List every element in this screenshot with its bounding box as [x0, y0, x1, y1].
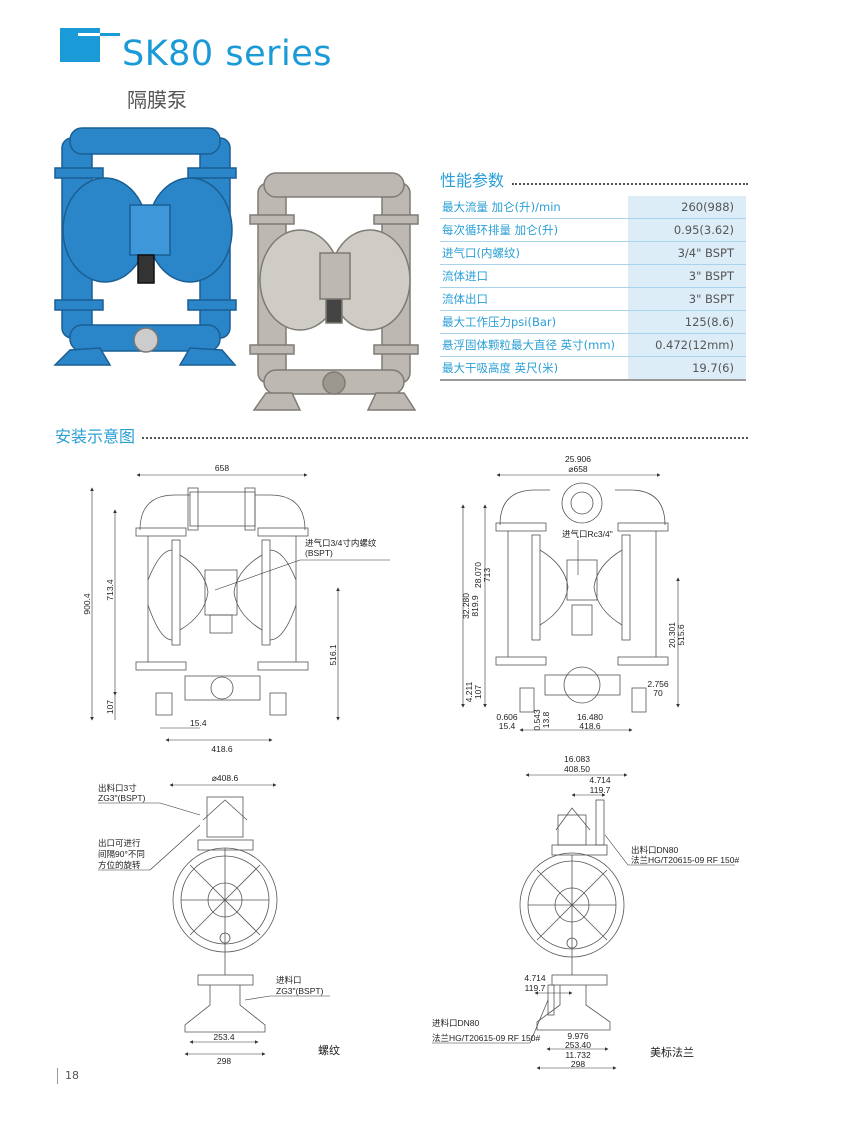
spec-row: 悬浮固体颗粒最大直径 英寸(mm)0.472(12mm) — [440, 333, 746, 357]
spec-row: 最大干吸高度 英尺(米)19.7(6) — [440, 356, 746, 381]
spec-value: 3" BSPT — [628, 264, 746, 288]
product-photos — [53, 127, 419, 411]
dim-base-inner-mm: 253.40 — [565, 1040, 591, 1050]
dim-foot-in: 2.756 — [647, 679, 669, 689]
brand-logo-notch — [78, 33, 100, 36]
dim-width-mm: ⌀658 — [568, 464, 588, 474]
spec-label: 最大干吸高度 英尺(米) — [440, 356, 628, 381]
spec-label: 悬浮固体颗粒最大直径 英寸(mm) — [440, 333, 628, 357]
spec-value: 19.7(6) — [628, 356, 746, 381]
dim-total-in: 32.280 — [461, 593, 471, 619]
dim-515-mm: 515.6 — [676, 624, 686, 646]
spec-value: 0.472(12mm) — [628, 333, 746, 357]
spec-row: 最大工作压力psi(Bar)125(8.6) — [440, 310, 746, 334]
flange-outlet-std: 法兰HG/T20615-09 RF 150# — [631, 855, 739, 865]
flange-caption: 美标法兰 — [650, 1045, 694, 1059]
stainless-pump-image — [249, 172, 419, 411]
dim-height-516: 516.1 — [328, 644, 338, 666]
inlet-label: 进料口 — [276, 975, 302, 985]
dim-top-offset-mm: 119.7 — [590, 785, 611, 795]
flange-outlet-label: 出料口DN80 — [631, 845, 679, 855]
dim-height-713: 713.4 — [105, 579, 115, 601]
dim-height-107: 107 — [105, 700, 115, 714]
dim-dia-mm: 408.50 — [564, 764, 590, 774]
blue-pump-image — [53, 127, 237, 366]
rotation-note-2: 间隔90°不同 — [98, 849, 145, 859]
spec-label: 流体出口 — [440, 287, 628, 311]
air-inlet-label: 进气口3/4寸内螺纹 — [305, 538, 377, 548]
spec-label: 最大工作压力psi(Bar) — [440, 310, 628, 334]
spec-value: 0.95(3.62) — [628, 218, 746, 242]
air-inlet-label-2: (BSPT) — [305, 548, 333, 558]
dim-107-mm: 107 — [473, 685, 483, 699]
dim-dia-in: 16.083 — [564, 754, 590, 764]
dim-diameter: ⌀408.6 — [212, 773, 239, 783]
page-subtitle: 隔膜泵 — [127, 88, 187, 112]
side-view-flange-drawing — [519, 799, 625, 1031]
dim-base-outer-in: 11.732 — [565, 1050, 591, 1060]
install-heading-divider — [142, 437, 748, 439]
spec-row: 每次循环排量 加仑(升)0.95(3.62) — [440, 218, 746, 242]
spec-label: 流体进口 — [440, 264, 628, 288]
dim-base-outer-mm: 298 — [571, 1059, 585, 1069]
flange-inlet-label: 进料口DN80 — [432, 1018, 480, 1028]
dim-width: 658 — [215, 463, 229, 473]
dim-107-in: 4.211 — [464, 681, 474, 702]
outlet-thread-label: ZG3"(BSPT) — [98, 793, 146, 803]
dim-offset2-mm: 13.8 — [541, 711, 551, 728]
install-heading: 安装示意图 — [55, 427, 136, 446]
dim-foot-mm: 70 — [653, 688, 663, 698]
brand-logo-line — [100, 33, 120, 36]
dim-width-in: 25.906 — [565, 454, 591, 464]
front-view-flange-drawing — [495, 482, 669, 713]
spec-value: 260(988) — [628, 196, 746, 219]
dim-base-outer: 298 — [217, 1056, 231, 1066]
dim-bot-offset-in: 4.714 — [524, 973, 546, 983]
spec-value: 3" BSPT — [628, 287, 746, 311]
rotation-note-1: 出口可进行 — [98, 838, 141, 848]
dim-span-in: 16.480 — [577, 712, 603, 722]
dim-foot-offset: 15.4 — [190, 718, 207, 728]
spec-value: 125(8.6) — [628, 310, 746, 334]
flange-inlet-std: 法兰HG/T20615-09 RF 150# — [432, 1033, 540, 1043]
dim-span-mm: 418.6 — [579, 721, 601, 731]
dim-offset-in: 0.606 — [496, 712, 518, 722]
dim-offset2-in: 0.543 — [532, 709, 542, 731]
dim-515-in: 20.301 — [667, 622, 677, 648]
inlet-thread-label: ZG3"(BSPT) — [276, 986, 324, 996]
spec-label: 最大流量 加仑(升)/min — [440, 196, 628, 219]
dim-base-inner: 253.4 — [213, 1032, 235, 1042]
dim-713-in: 28.070 — [473, 562, 483, 588]
page-title: SK80 series — [122, 34, 332, 74]
air-inlet-flange-label: 进气口Rc3/4" — [562, 529, 613, 539]
dim-total-mm: 819.9 — [470, 595, 480, 617]
front-view-thread-drawing — [135, 487, 309, 716]
dim-offset-mm: 15.4 — [499, 721, 516, 731]
side-view-thread-drawing — [172, 796, 278, 1033]
thread-caption: 螺纹 — [318, 1043, 340, 1057]
specs-heading-divider — [512, 183, 748, 185]
page-number: 18 — [65, 1069, 79, 1082]
page-number-rule — [57, 1068, 58, 1084]
dim-foot-span: 418.6 — [211, 744, 233, 754]
dim-top-offset-in: 4.714 — [589, 775, 611, 785]
spec-value: 3/4" BSPT — [628, 241, 746, 265]
spec-row: 进气口(内螺纹)3/4" BSPT — [440, 241, 746, 265]
dim-base-inner-in: 9.976 — [567, 1031, 589, 1041]
dim-total-height: 900.4 — [82, 593, 92, 615]
spec-label: 进气口(内螺纹) — [440, 241, 628, 265]
rotation-note-3: 方位的旋转 — [98, 860, 141, 870]
spec-label: 每次循环排量 加仑(升) — [440, 218, 628, 242]
dim-713-mm: 713 — [482, 568, 492, 582]
outlet-label: 出料口3寸 — [98, 783, 137, 793]
specs-heading: 性能参数 — [440, 171, 505, 190]
dim-bot-offset-mm: 119.7 — [525, 983, 546, 993]
